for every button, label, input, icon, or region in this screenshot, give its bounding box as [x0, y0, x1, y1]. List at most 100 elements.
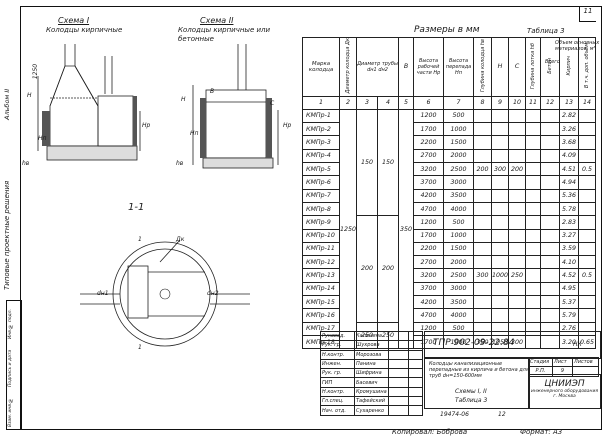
hdr-hb: Глубина колодца hв [473, 37, 493, 97]
label-dn1: dн1 [97, 290, 109, 297]
table-cell [473, 228, 493, 243]
table-cell: КМПр-11 [302, 241, 340, 257]
role-name: Тафейский [354, 396, 389, 407]
column-number: 14 [578, 95, 597, 110]
signature-cell [388, 358, 409, 370]
table-cell: 2700 [413, 148, 445, 164]
drawing-frame [20, 6, 602, 430]
table-cell [525, 122, 542, 137]
role-name: Морозова [354, 349, 389, 360]
table-cell: 5.36 [559, 188, 580, 203]
role-role: Инжен. [320, 358, 355, 370]
scheme2-title: Схема II [200, 16, 234, 25]
table-cell [540, 122, 561, 137]
table-cell [525, 268, 542, 283]
column-number: 1 [302, 95, 340, 110]
table-cell [540, 255, 561, 270]
role-row: Н.контр.Кромушина [320, 386, 423, 398]
table-cell: 1050 [491, 334, 510, 350]
label-B: В [210, 88, 215, 95]
table-label: Таблица 3 [527, 27, 565, 35]
label-Hn1: Нп [38, 135, 47, 142]
table-cell [540, 108, 561, 124]
table-cell: 1000 [443, 228, 475, 243]
table-cell: 200 [356, 215, 379, 323]
signature-cell [388, 340, 409, 351]
table-cell [491, 201, 510, 217]
table-cell: 4.10 [559, 255, 580, 270]
table-cell [578, 281, 597, 296]
table-cell [491, 228, 510, 243]
role-name: Басевич [354, 377, 389, 388]
sheet-number: 11 [579, 7, 596, 22]
table-cell [508, 281, 527, 296]
role-row: Руковод.Калинина [320, 330, 423, 342]
role-role: Руковод. [320, 330, 355, 342]
table-cell: КМПр-8 [302, 201, 340, 217]
table-cell: 4.52 [559, 268, 580, 283]
column-number: 11 [525, 95, 542, 110]
column-number: 7 [443, 95, 475, 110]
role-row: Н.контр.Морозова [320, 349, 423, 360]
table-cell [508, 188, 527, 203]
table-cell: 200 [377, 215, 400, 323]
signature-cell [408, 368, 423, 379]
sheet-hdr: Лист [552, 356, 573, 368]
description: Колодцы канализационные перепадные из ки… [429, 361, 529, 379]
table-cell [578, 228, 597, 243]
table-cell [525, 241, 542, 257]
table-cell: КМПр-2 [302, 122, 340, 137]
table-cell: 3200 [413, 268, 445, 283]
table-cell [508, 175, 527, 190]
signature-cell [388, 386, 409, 398]
table-cell: 300 [473, 268, 493, 283]
table-cell: 4200 [413, 294, 445, 310]
table-cell: 3.68 [559, 135, 580, 150]
table-cell: КМПр-15 [302, 294, 340, 310]
table-cell: 500 [443, 215, 475, 230]
table-cell [473, 108, 493, 124]
table-cell: 1700 [413, 122, 445, 137]
table-cell: 150 [356, 108, 379, 217]
table-cell: КМПр-3 [302, 135, 340, 150]
role-name: Панина [354, 358, 389, 370]
table-cell: 4200 [413, 188, 445, 203]
table-cell [540, 268, 561, 283]
section-label: 1-1 [128, 202, 145, 213]
table-cell: 3500 [443, 188, 475, 203]
role-row: Рук. гр.Шухрова [320, 340, 423, 351]
table-cell [491, 122, 510, 137]
table-cell: 5.79 [559, 308, 580, 323]
table-cell [578, 308, 597, 323]
table-cell: 250 [508, 268, 527, 283]
table-cell: 500 [443, 108, 475, 124]
table-cell [525, 175, 542, 190]
table-cell [508, 241, 527, 257]
column-number: 5 [398, 95, 415, 110]
table-cell: 1250 [338, 108, 358, 350]
hdr-h: Н [491, 37, 510, 97]
role-name: Сухаренко [354, 405, 389, 416]
table-cell [491, 108, 510, 124]
table-cell [473, 255, 493, 270]
table-cell [578, 175, 597, 190]
table-cell: КМПр-10 [302, 228, 340, 243]
table-cell [525, 308, 542, 323]
hdr-dk: Диаметр колодца Дк [338, 37, 358, 97]
stamp-sign: Подпись и дата [8, 349, 13, 387]
table-cell: 3700 [413, 281, 445, 296]
table-cell [578, 108, 597, 124]
table-cell: 4700 [413, 308, 445, 323]
table-cell: 300 [491, 162, 510, 177]
column-number: 6 [413, 95, 445, 110]
table-cell [578, 294, 597, 310]
table-cell [525, 294, 542, 310]
table-cell: 3500 [443, 294, 475, 310]
table-cell [540, 162, 561, 177]
table-cell: 1500 [443, 135, 475, 150]
